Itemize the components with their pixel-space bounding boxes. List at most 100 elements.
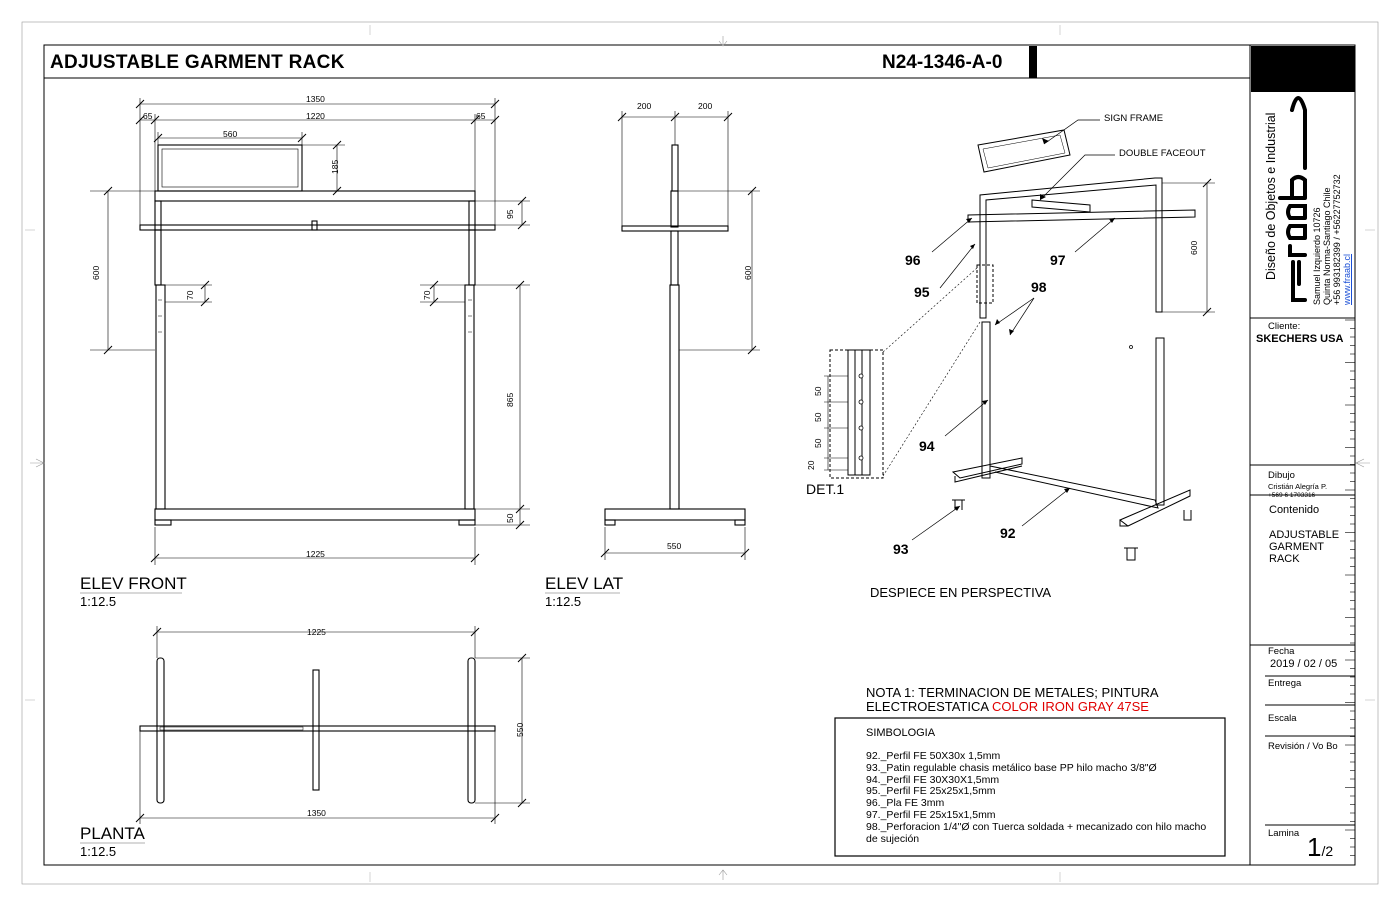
perspective-exploded	[829, 129, 1215, 561]
inner-border	[43, 44, 1356, 866]
dim-front-inner-width: 1220	[306, 111, 325, 121]
finish-note-line2: ELECTROESTATICA COLOR IRON GRAY 47SE	[866, 700, 1159, 714]
scale-label: Escala	[1268, 713, 1297, 724]
content-value: ADJUSTABLE GARMENT RACK	[1269, 529, 1339, 565]
detail-dimensions	[824, 375, 848, 471]
dim-front-sign-width: 560	[223, 129, 238, 139]
side-dimension-ticks	[600, 112, 757, 558]
title-block-ruler	[1345, 319, 1355, 856]
view-label-perspective: DESPIECE EN PERSPECTIVA	[870, 585, 1052, 600]
delivery-label: Entrega	[1268, 678, 1302, 689]
company-contact: Samuel Izquierdo 10726 Quinta Norma-Sant…	[1312, 174, 1352, 305]
company-web-link[interactable]: www.fraab.cl	[1342, 253, 1352, 305]
side-elevation	[604, 144, 746, 526]
fraab-logo	[1278, 96, 1307, 302]
part-98: 98	[1031, 279, 1047, 295]
part-bubbles	[891, 249, 1074, 563]
client-label: Cliente:	[1268, 321, 1301, 332]
dim-detail-1: 50	[813, 386, 823, 396]
dim-front-right-overhang: 65	[476, 111, 486, 121]
symbology-item: 93._Patin regulable chasis metálico base…	[866, 761, 1157, 774]
finish-note: NOTA 1: TERMINACION DE METALES; PINTURA …	[866, 686, 1159, 714]
part-93: 93	[893, 541, 909, 557]
part-94: 94	[919, 438, 935, 454]
dim-detail-2: 50	[813, 412, 823, 422]
dim-detail-4: 20	[806, 460, 816, 470]
finish-note-line2-prefix: ELECTROESTATICA	[866, 699, 992, 714]
dim-side-left-arm: 200	[637, 101, 652, 111]
view-label-front: ELEV FRONT	[80, 574, 187, 593]
title-block-header	[1251, 46, 1355, 92]
dim-front-height-upper: 600	[91, 265, 101, 280]
part-96: 96	[905, 252, 921, 268]
symbology-item: 97._Perfil FE 25x15x1,5mm	[866, 808, 996, 821]
drawer-phone: +569 6 1703316	[1268, 492, 1316, 499]
symbology-item: 95._Perfil FE 25x25x1,5mm	[866, 785, 996, 798]
callout-double-faceout: DOUBLE FACEOUT	[1119, 148, 1206, 159]
dim-front-base-width: 1225	[306, 549, 325, 559]
symbology-item: 96._Pla FE 3mm	[866, 797, 945, 810]
dim-front-top-bar: 95	[505, 209, 515, 219]
dim-front-left-overhang: 65	[143, 111, 153, 121]
dim-front-lower-height: 865	[505, 392, 515, 407]
content-line2: GARMENT	[1269, 541, 1324, 553]
dim-persp-height: 600	[1189, 240, 1199, 255]
plan-dimension-ticks	[135, 627, 527, 823]
client-value: SKECHERS USA	[1256, 333, 1344, 345]
view-scale-side: 1:12.5	[545, 594, 582, 609]
sheet-number: 1	[1307, 832, 1322, 862]
part-97: 97	[1050, 252, 1066, 268]
detail-holes	[858, 345, 1133, 461]
company-phone: +56 993182399 / +56227752732	[1332, 174, 1342, 305]
company-address2: Quinta Norma-Santiago Chile	[1322, 187, 1332, 305]
front-dimensions	[90, 98, 530, 565]
dim-plan-depth: 550	[515, 722, 525, 737]
symbology-item: 98._Perforacion 1/4"Ø con Tuerca soldada…	[866, 820, 1207, 833]
content-line1: ADJUSTABLE	[1269, 529, 1340, 541]
dim-side-right-arm: 200	[698, 101, 713, 111]
sheet-label: Lamina	[1268, 828, 1300, 839]
outer-border	[21, 21, 1379, 885]
plan-view	[139, 657, 496, 804]
dim-detail-3: 50	[813, 438, 823, 448]
revision-label: Revisión / Vo Bo	[1268, 741, 1338, 752]
part-95: 95	[914, 284, 930, 300]
view-scale-front: 1:12.5	[80, 594, 117, 609]
dim-plan-bottom-width: 1350	[307, 808, 326, 818]
title-block-frame	[1249, 45, 1355, 865]
plan-dimensions	[139, 626, 530, 824]
sheet-total: /2	[1321, 843, 1334, 859]
date-value: 2019 / 02 / 05	[1270, 658, 1338, 670]
callout-sign-frame: SIGN FRAME	[1104, 113, 1164, 124]
detail-label: DET.1	[806, 481, 845, 497]
view-label-side: ELEV LAT	[545, 574, 624, 593]
dim-side-height: 600	[743, 265, 753, 280]
symbology-item: de sujeción	[866, 832, 920, 845]
company-name: Diseño de Objetos e Industrial	[1264, 112, 1278, 280]
symbology-box	[834, 717, 1226, 857]
drawer-name: Cristián Alegría P.	[1268, 482, 1328, 491]
sheet-counter: 1/2	[1307, 832, 1333, 863]
dim-front-total-width: 1350	[306, 94, 325, 104]
content-line3: RACK	[1269, 553, 1300, 565]
dim-front-step-right: 70	[422, 290, 432, 300]
front-elevation	[139, 144, 496, 526]
finish-note-line1: NOTA 1: TERMINACION DE METALES; PINTURA	[866, 685, 1159, 700]
dim-front-foot: 50	[505, 513, 515, 523]
drawing-label: Dibujo	[1268, 470, 1295, 481]
leader-lines	[911, 119, 1116, 541]
view-label-plan: PLANTA	[80, 824, 145, 843]
code-bar	[1029, 46, 1037, 78]
content-label: Contenido	[1269, 504, 1320, 516]
symbology-title: SIMBOLOGIA	[866, 727, 936, 739]
finish-note-color: COLOR IRON GRAY 47SE	[991, 699, 1149, 714]
part-92: 92	[1000, 525, 1016, 541]
drawing-title: ADJUSTABLE GARMENT RACK	[50, 52, 345, 73]
symbology-list: 92._Perfil FE 50X30x 1,5mm 93._Patin reg…	[866, 750, 1207, 845]
drawing-code: N24-1346-A-0	[882, 52, 1003, 73]
leader-arrows	[954, 138, 1115, 511]
dim-front-step-left: 70	[185, 290, 195, 300]
symbology-item: 94._Perfil FE 30X30X1,5mm	[866, 773, 1000, 786]
